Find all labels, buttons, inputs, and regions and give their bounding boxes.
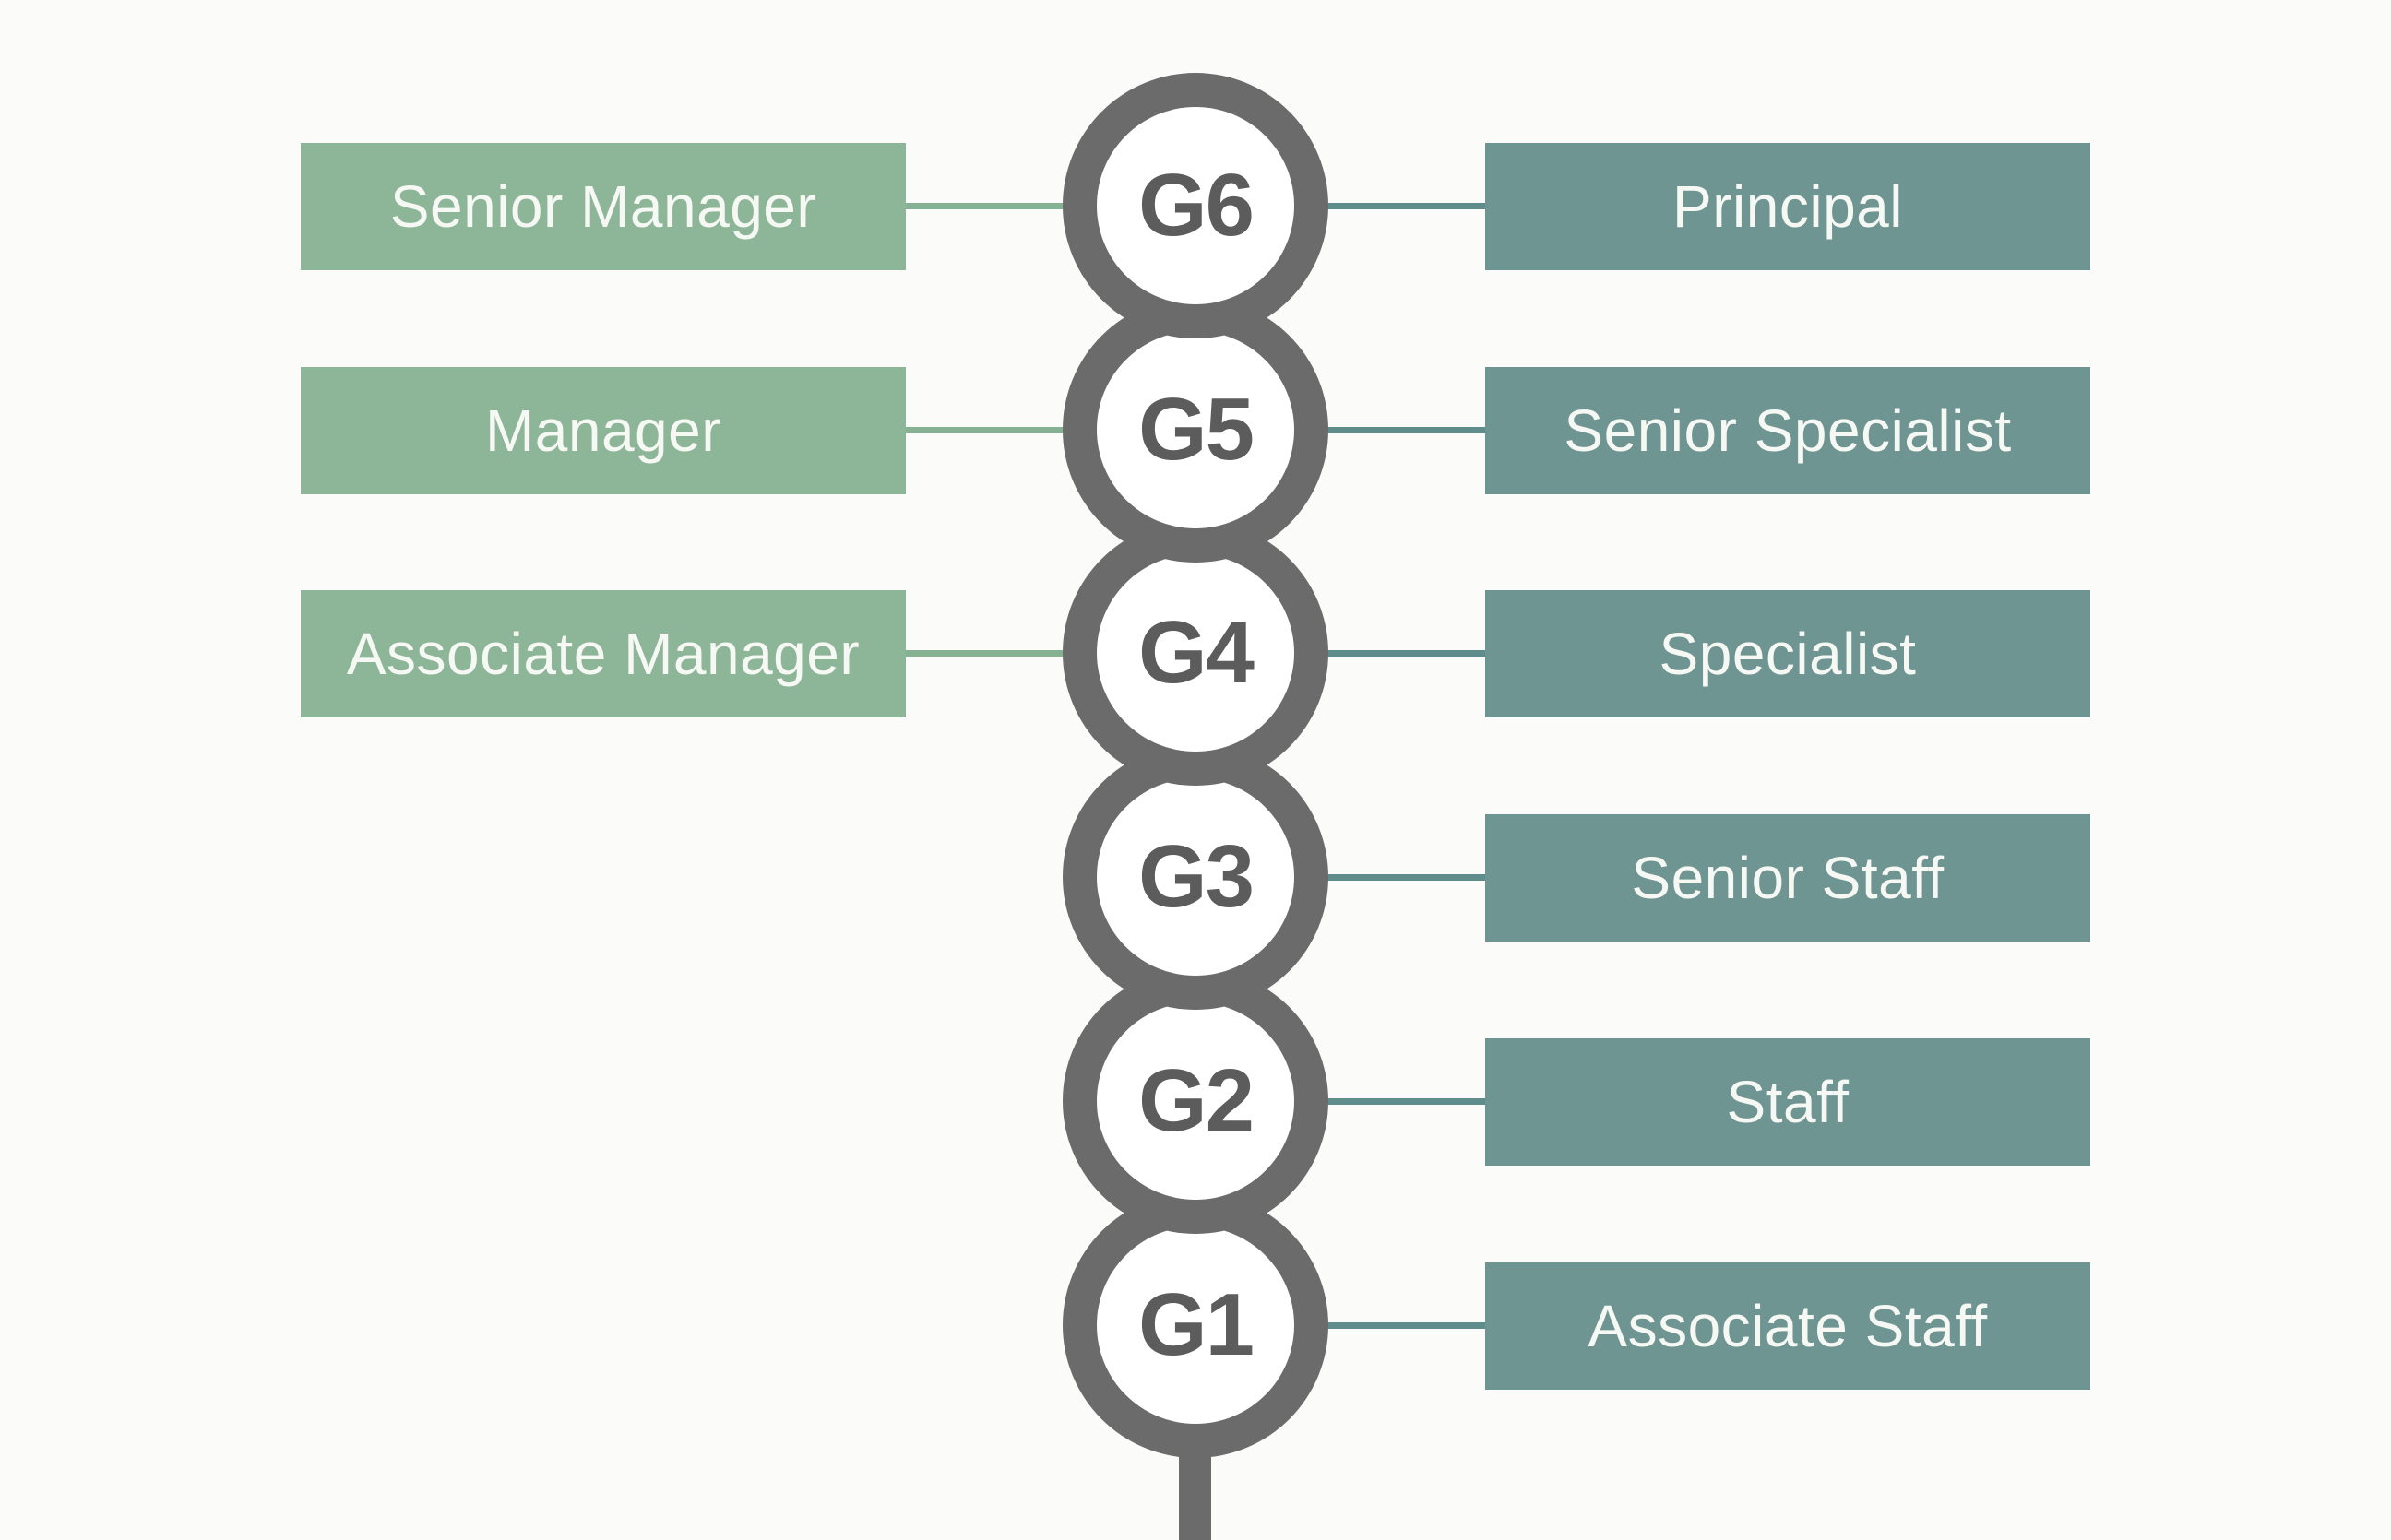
professional-box-g6: Principal — [1485, 143, 2090, 270]
grade-label: G4 — [1137, 603, 1255, 702]
professional-box-g1: Associate Staff — [1485, 1262, 2090, 1390]
connector-g6-professional — [1303, 203, 1487, 209]
management-box-g4: Associate Manager — [301, 590, 906, 717]
grade-node-g5: G5 — [1063, 297, 1328, 563]
connector-g1-professional — [1303, 1322, 1487, 1329]
professional-box-g5: Senior Specialist — [1485, 367, 2090, 494]
professional-title: Associate Staff — [1588, 1293, 1988, 1359]
connector-g5-management — [904, 427, 1088, 433]
management-box-g6: Senior Manager — [301, 143, 906, 270]
connector-g3-professional — [1303, 874, 1487, 881]
grade-label: G1 — [1137, 1275, 1255, 1374]
professional-title: Senior Staff — [1631, 845, 1945, 911]
grade-node-g4: G4 — [1063, 520, 1328, 786]
grade-label: G6 — [1137, 156, 1255, 255]
professional-box-g4: Specialist — [1485, 590, 2090, 717]
professional-title: Principal — [1672, 173, 1903, 240]
professional-box-g2: Staff — [1485, 1038, 2090, 1166]
management-title: Associate Manager — [346, 621, 861, 687]
connector-g5-professional — [1303, 427, 1487, 433]
connector-g4-management — [904, 650, 1088, 657]
grade-label: G5 — [1137, 380, 1255, 479]
professional-box-g3: Senior Staff — [1485, 814, 2090, 942]
connector-g4-professional — [1303, 650, 1487, 657]
management-title: Senior Manager — [389, 173, 817, 240]
management-title: Manager — [484, 397, 722, 464]
grade-node-g6: G6 — [1063, 73, 1328, 338]
grade-node-g1: G1 — [1063, 1192, 1328, 1458]
grade-node-g2: G2 — [1063, 968, 1328, 1234]
management-box-g5: Manager — [301, 367, 906, 494]
connector-g6-management — [904, 203, 1088, 209]
grade-label: G2 — [1137, 1051, 1255, 1150]
professional-title: Staff — [1726, 1069, 1850, 1135]
professional-title: Specialist — [1659, 621, 1917, 687]
grade-node-g3: G3 — [1063, 744, 1328, 1010]
professional-title: Senior Specialist — [1564, 397, 2012, 464]
connector-g2-professional — [1303, 1098, 1487, 1105]
grade-label: G3 — [1137, 827, 1255, 926]
